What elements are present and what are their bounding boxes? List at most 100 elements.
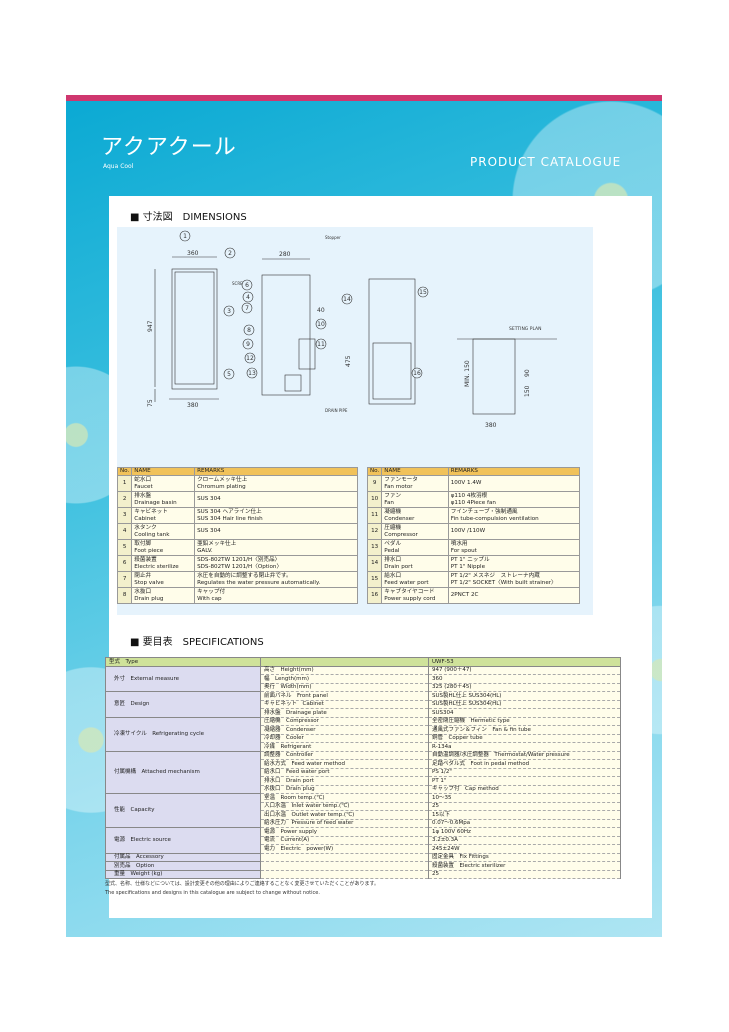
- part-number: 7: [116, 571, 133, 588]
- remark-jp: PT 1" ニップル: [450, 557, 490, 564]
- dimensions-panel: 360 947 380 75 SCREW 280 40 DRAIN PIPE S…: [116, 227, 593, 615]
- spec-group-label: 電源 Electric source: [105, 827, 261, 854]
- spec-value: SUS304: [428, 708, 621, 718]
- part-name-jp: 殺菌装置: [134, 557, 157, 564]
- top-band: [66, 95, 662, 101]
- note-en: The specifications and designs in this c…: [105, 890, 320, 896]
- callout-number: 13: [248, 370, 256, 377]
- spec-value: キャップ付 Cap method: [428, 785, 621, 794]
- remark-en: Chromum plating: [197, 483, 246, 490]
- part-name-en: Drainage basin: [134, 499, 177, 506]
- part-name-jp: 水タンク: [134, 525, 157, 532]
- part-number: 9: [366, 475, 383, 492]
- spec-value: 自動温調器/水圧調整器 Thermostat/Water pressure: [428, 751, 621, 760]
- spec-group-label: 付属品 Accessory: [105, 852, 261, 862]
- remark-jp: SUS 304 ヘアライン仕上: [197, 509, 262, 516]
- spec-group-label: 性能 Capacity: [105, 793, 261, 828]
- callout-number: 16: [413, 370, 421, 377]
- part-name-en: Faucet: [134, 483, 153, 490]
- remark-en: SUS 304 Hair line finish: [197, 515, 263, 522]
- callout-circle: [244, 352, 256, 364]
- callout-number: 6: [245, 282, 249, 289]
- part-remarks: 水圧を自動的に調整する閉止弁です。Regulates the water pre…: [194, 571, 358, 588]
- callout-number: 8: [247, 327, 251, 334]
- dim-90: 90: [524, 369, 531, 377]
- col-name: NAME: [381, 467, 449, 476]
- part-number: 1: [116, 475, 133, 492]
- col-remarks: REMARKS: [447, 467, 581, 476]
- remark-en: Fin tube-compulsion ventilation: [450, 515, 539, 522]
- catalogue-label: PRODUCT CATALOGUE: [470, 155, 622, 169]
- drain-pipe-label: DRAIN PIPE: [325, 408, 348, 413]
- callout-circle: [223, 305, 235, 317]
- spec-item: 凝縮器 Condenser: [260, 725, 429, 735]
- callout-circle: [417, 286, 429, 298]
- dim-360: 360: [187, 250, 199, 257]
- spec-row: 重量 Weight (kg)25: [105, 869, 621, 879]
- callout-number: 1: [183, 233, 187, 240]
- spec-value: 25: [428, 870, 621, 879]
- spec-item: [260, 870, 429, 879]
- spec-value: PS 1/2": [428, 768, 621, 777]
- callout-number: 5: [227, 371, 231, 378]
- part-remarks: 100V 1.4W: [447, 475, 581, 492]
- part-number: 15: [366, 571, 383, 588]
- remark-en: GALV.: [197, 547, 213, 554]
- spec-value: 足踏ペダル式 Foot in pedal method: [428, 759, 621, 769]
- part-number: 6: [116, 555, 133, 572]
- part-remarks: 100V /110W: [447, 523, 581, 540]
- callout-circle: [243, 324, 255, 336]
- callout-circle: [179, 230, 191, 242]
- spec-group-label: 冷凍サイクル Refrigerating cycle: [105, 716, 261, 752]
- type-value: UWF-53: [428, 657, 621, 667]
- spec-value: 全密閉圧縮機 Hermetic type: [428, 717, 621, 726]
- part-number: 5: [116, 539, 133, 556]
- part-number: 12: [366, 523, 383, 540]
- part-name-en: Cabinet: [134, 515, 156, 522]
- callout-number: 11: [317, 341, 325, 348]
- part-name-jp: 取付脚: [134, 541, 152, 548]
- spec-item: 幅 Length(mm): [260, 674, 429, 684]
- callout-number: 14: [343, 296, 351, 303]
- remark-en: Regulates the water pressure automatical…: [197, 579, 321, 586]
- dimension-drawing: 360 947 380 75 SCREW 280 40 DRAIN PIPE S…: [147, 230, 557, 429]
- part-name-jp: ペダル: [384, 541, 402, 548]
- remark-jp: フインチューブ・強制通風: [450, 509, 518, 516]
- remark-en: With cap: [197, 595, 222, 602]
- side-view-cabinet: [261, 274, 311, 396]
- dim-380-plan: 380: [485, 422, 497, 429]
- spec-value: 殺菌装置 Electric sterilizer: [428, 861, 621, 871]
- remark-jp: SUS 304: [197, 496, 221, 503]
- spec-group-label: 外寸 External measure: [105, 665, 261, 692]
- setting-plan-unit: [472, 338, 516, 415]
- product-title: アクアクール: [101, 135, 237, 160]
- spec-item: 電源 Power supply: [260, 827, 429, 837]
- part-name-jp: ファンモータ: [384, 477, 418, 484]
- dim-150: 150: [524, 385, 531, 397]
- part-name-en: Cooling tank: [134, 531, 170, 538]
- part-name-jp: 水抜口: [134, 589, 152, 596]
- part-name-en: Feed water port: [384, 579, 429, 586]
